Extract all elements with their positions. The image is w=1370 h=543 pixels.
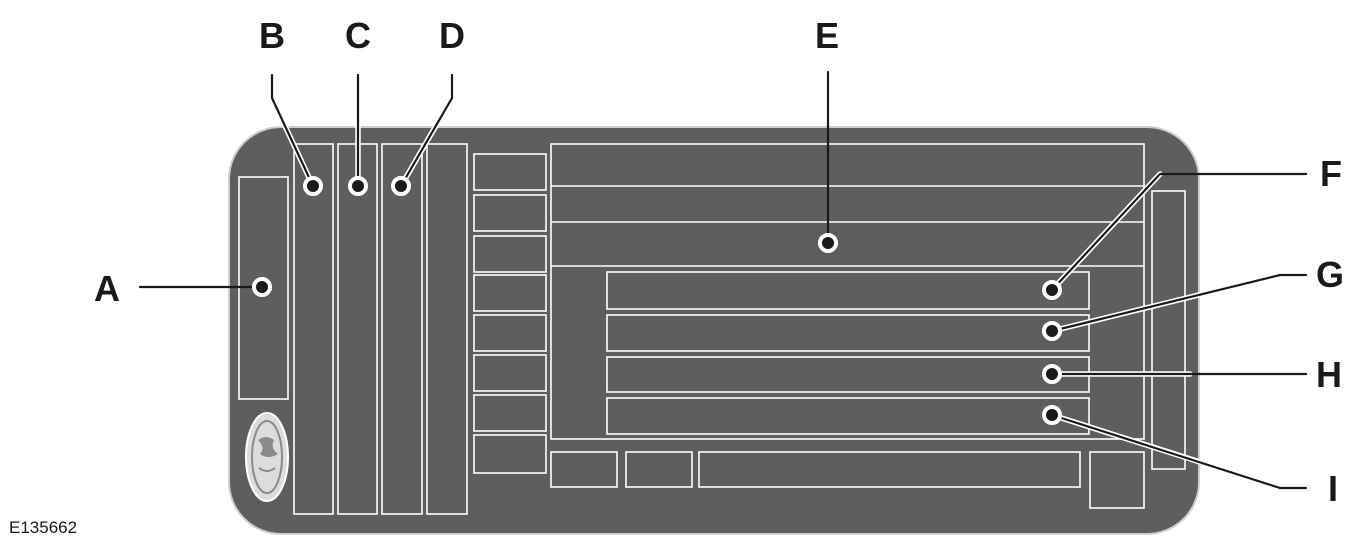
field-b-box [293, 143, 334, 515]
small-box-1 [473, 153, 547, 191]
small-box-2 [473, 194, 547, 232]
bottom-box-4 [1089, 451, 1145, 509]
bottom-box-2 [625, 451, 693, 488]
bottom-box-1 [550, 451, 618, 488]
field-f-row [606, 271, 1090, 310]
callout-dot-f [1042, 280, 1062, 300]
field-i-row [606, 397, 1090, 435]
callout-dot-e [818, 233, 838, 253]
callout-label-b: B [259, 15, 285, 56]
field-g-row [606, 314, 1090, 352]
small-box-3 [473, 235, 547, 273]
field-d-box [381, 143, 423, 515]
callout-label-e: E [815, 15, 839, 56]
small-box-7 [473, 394, 547, 432]
figure-code: E135662 [9, 518, 77, 537]
field-e-panel [550, 143, 1145, 440]
callout-label-h: H [1316, 354, 1342, 395]
callout-label-f: F [1320, 153, 1342, 194]
callout-label-i: I [1328, 468, 1338, 509]
small-box-6 [473, 354, 547, 392]
right-vertical-strip [1151, 190, 1186, 470]
callout-label-d: D [439, 15, 465, 56]
callout-dot-i [1042, 405, 1062, 425]
small-box-4 [473, 274, 547, 312]
callout-dot-c [348, 176, 368, 196]
callout-dot-h [1042, 364, 1062, 384]
callout-label-g: G [1316, 254, 1344, 295]
callout-dot-a [252, 277, 272, 297]
callout-label-a: A [94, 268, 120, 309]
small-box-8 [473, 434, 547, 474]
callout-dot-d [391, 176, 411, 196]
small-box-5 [473, 314, 547, 352]
field-blank-column-box [426, 143, 468, 515]
oval-manufacturer-logo-icon [245, 412, 289, 502]
callout-dot-b [303, 176, 323, 196]
bottom-box-3 [698, 451, 1081, 488]
callout-dot-g [1042, 321, 1062, 341]
leader-lines [138, 70, 1308, 490]
identification-plate [228, 126, 1200, 535]
callout-label-c: C [345, 15, 371, 56]
